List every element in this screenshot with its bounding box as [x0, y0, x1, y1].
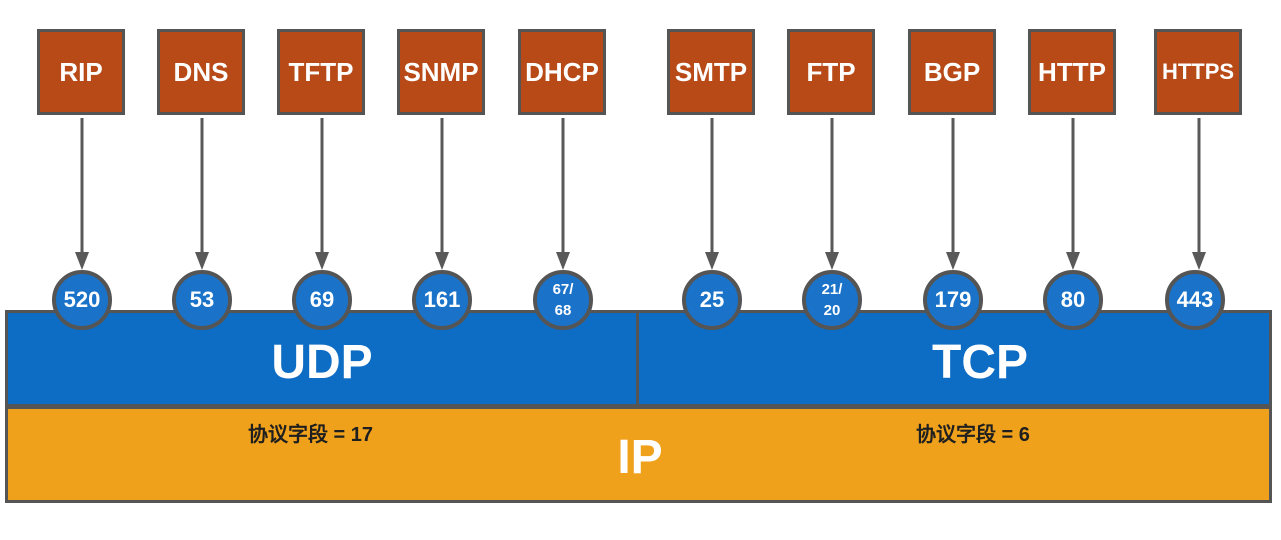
protocol-box-smtp: SMTP [667, 29, 755, 115]
protocol-box-http: HTTP [1028, 29, 1116, 115]
down-arrow-icon [1066, 118, 1080, 270]
port-bottom: 20 [823, 302, 841, 319]
port-circle-80: 80 [1043, 270, 1103, 330]
port-top: 67/ [552, 281, 574, 298]
port-circle-67-68: 67/ 68 [533, 270, 593, 330]
protocol-box-bgp: BGP [908, 29, 996, 115]
ip-label: IP [617, 431, 663, 484]
protocol-box-tftp: TFTP [277, 29, 365, 115]
down-arrow-icon [825, 118, 839, 270]
port-top: 21/ [821, 281, 843, 298]
port-circle-25: 25 [682, 270, 742, 330]
down-arrow-icon [75, 118, 89, 270]
ip-layer-bar [5, 407, 1272, 503]
down-arrow-icon [195, 118, 209, 270]
down-arrow-icon [556, 118, 570, 270]
port-circle-443: 443 [1165, 270, 1225, 330]
protocol-box-dhcp: DHCP [518, 29, 606, 115]
down-arrow-icon [435, 118, 449, 270]
down-arrow-icon [315, 118, 329, 270]
port-circle-179: 179 [923, 270, 983, 330]
tcp-protocol-field: 协议字段 = 6 [916, 424, 1030, 446]
port-circle-69: 69 [292, 270, 352, 330]
protocol-box-dns: DNS [157, 29, 245, 115]
protocol-box-ftp: FTP [787, 29, 875, 115]
port-circle-520: 520 [52, 270, 112, 330]
protocol-box-rip: RIP [37, 29, 125, 115]
protocol-box-snmp: SNMP [397, 29, 485, 115]
port-circle-21-20: 21/ 20 [802, 270, 862, 330]
port-circle-53: 53 [172, 270, 232, 330]
tcp-label: TCP [932, 336, 1028, 389]
protocol-box-https: HTTPS [1154, 29, 1242, 115]
down-arrow-icon [1192, 118, 1206, 270]
udp-label: UDP [271, 336, 373, 389]
udp-protocol-field: 协议字段 = 17 [248, 424, 374, 446]
down-arrow-icon [705, 118, 719, 270]
transport-divider [636, 310, 639, 407]
port-bottom: 68 [554, 302, 572, 319]
down-arrow-icon [946, 118, 960, 270]
port-circle-161: 161 [412, 270, 472, 330]
